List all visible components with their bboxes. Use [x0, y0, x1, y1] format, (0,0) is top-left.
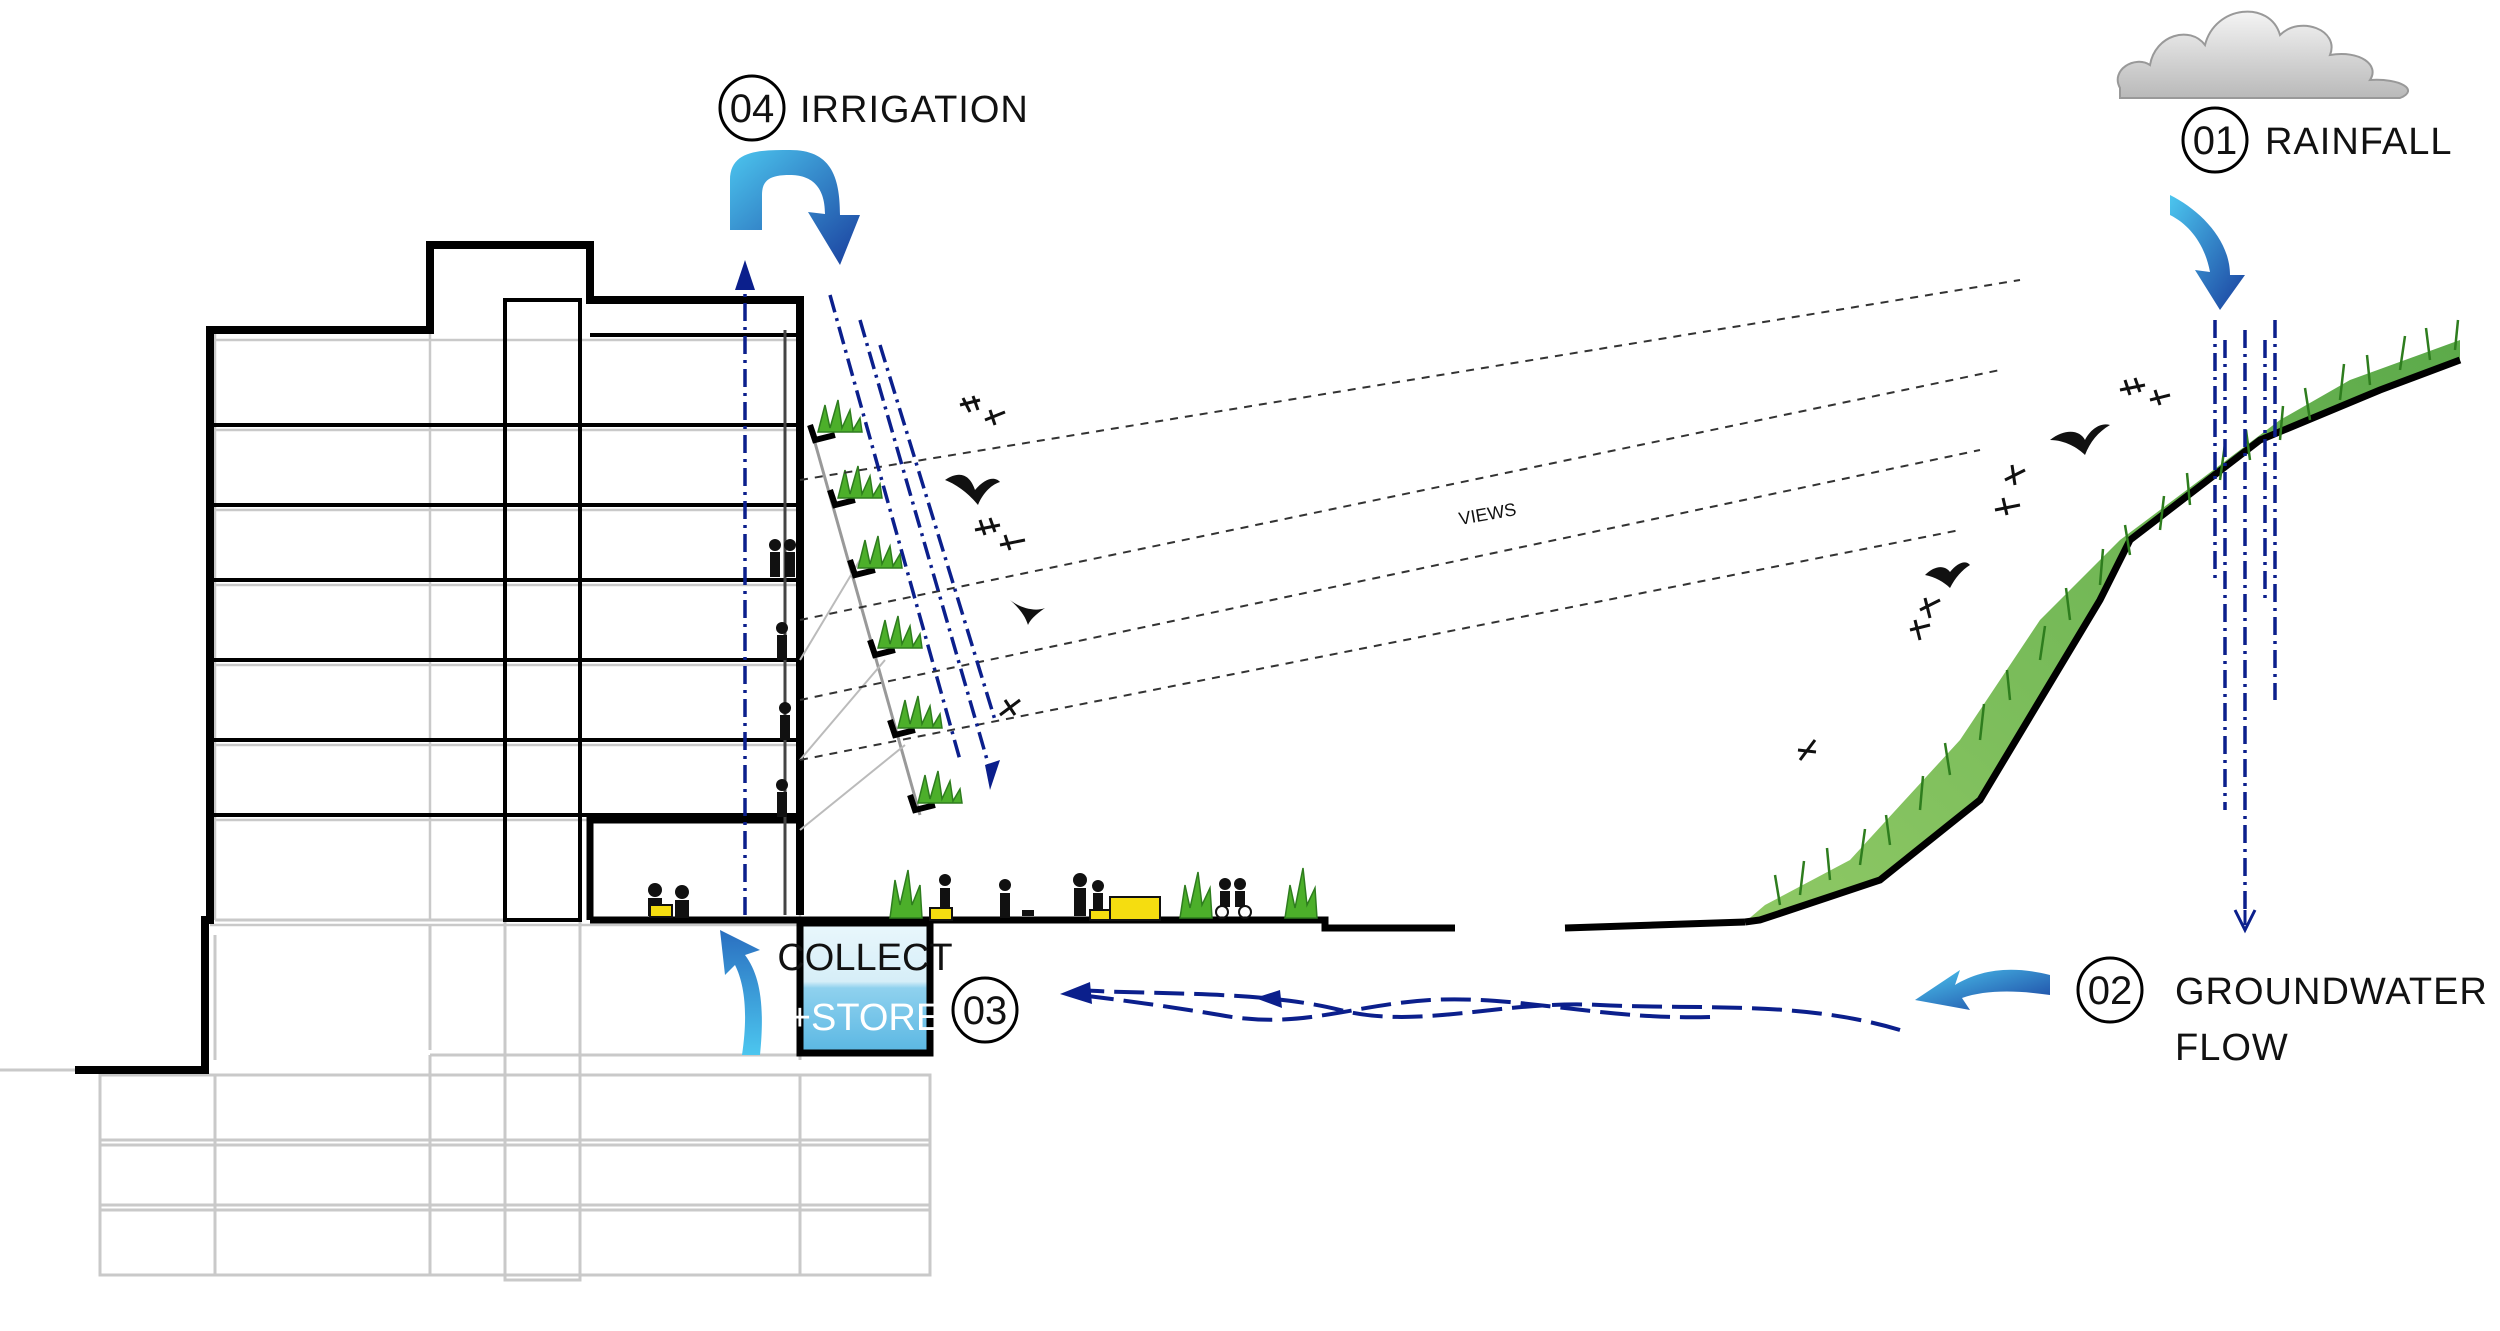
bench-icons [649, 896, 1161, 921]
bicycle-icon [1215, 905, 1252, 919]
person-icon [939, 874, 951, 913]
step-02-label-line1: GROUNDWATER [2175, 971, 2488, 1013]
step-04-number: 04 [730, 87, 775, 131]
step-01-circle [2181, 106, 2249, 174]
dragonfly-icon [2149, 389, 2171, 406]
bird-icon [2050, 424, 2110, 455]
step-02-number: 02 [2088, 969, 2133, 1013]
hillside [1744, 319, 2462, 926]
person-icon [1219, 878, 1231, 907]
groundwater-arrow [1915, 969, 2050, 1010]
step-02-label-line2: FLOW [2175, 1027, 2289, 1069]
step-03-circle [951, 976, 1019, 1044]
rainfall-arrow [2170, 195, 2245, 310]
green-facade [799, 399, 963, 831]
step-04-circle [718, 74, 786, 142]
groundwater-arrowhead-1 [1060, 982, 1092, 1004]
person-icon [776, 779, 788, 817]
step-01-number: 01 [2193, 119, 2238, 163]
step-01-rainfall: 01 RAINFALL [2181, 106, 2453, 174]
person-icon [1092, 880, 1104, 915]
step-04-label: IRRIGATION [800, 89, 1029, 131]
bench-icon [1089, 909, 1111, 921]
bench-icon [929, 907, 953, 921]
collect-up-arrow [720, 930, 762, 1055]
bench-icon [649, 904, 673, 918]
plant-icon [1284, 867, 1318, 919]
dragonfly-icon [1797, 739, 1817, 761]
dragonfly-icon [2119, 377, 2146, 396]
step-04-irrigation: 04 IRRIGATION [718, 74, 1029, 142]
step-02-groundwater: 02 GROUNDWATER FLOW [2076, 956, 2488, 1069]
dragonfly-icons [959, 377, 2171, 761]
plant-icon [1179, 871, 1213, 919]
cloud-icon [2116, 10, 2409, 99]
dragonfly-icon [2004, 464, 2026, 486]
bird-icon [945, 474, 1000, 505]
ground-plaza [930, 916, 1746, 932]
person-icon [999, 879, 1011, 918]
person-icon [1073, 873, 1087, 916]
bench-icon [1109, 896, 1161, 921]
rainfall-lines [2213, 320, 2277, 910]
groundwater-flow-lines [1079, 988, 1901, 1032]
bird-icons [945, 424, 2110, 625]
bird-icon [1925, 562, 1970, 588]
dragonfly-icon [959, 395, 981, 413]
person-icon [784, 539, 796, 577]
irrigation-loop-arrow [730, 150, 860, 265]
groundwater-arrowhead-2 [1255, 990, 1282, 1008]
plaza-planters [889, 867, 1318, 919]
step-03-collect: 03 [951, 976, 1019, 1044]
dragonfly-icon [999, 698, 1021, 717]
irrigation-up-arrowhead [735, 260, 755, 290]
dog-icon [1022, 910, 1034, 916]
step-01-label: RAINFALL [2265, 121, 2453, 163]
people-icons [648, 539, 1246, 918]
irrigation-lines [743, 275, 997, 915]
person-icon [1234, 878, 1246, 907]
dragonfly-icon [974, 517, 1001, 536]
person-icon [769, 539, 781, 577]
dragonfly-icon [999, 534, 1026, 551]
bird-icon [1010, 600, 1045, 625]
storage-line2: +STORE [789, 997, 941, 1039]
storage-line1: COLLECT [777, 937, 952, 979]
dragonfly-icon [1909, 619, 1931, 641]
irrigation-down-arrowhead [985, 760, 1000, 790]
collect-store-tank: COLLECT +STORE [777, 919, 953, 1057]
dragonfly-icon [984, 409, 1006, 426]
building-section [75, 241, 930, 1074]
view-lines [799, 279, 2021, 761]
person-icon [779, 702, 791, 740]
step-02-circle [2076, 956, 2144, 1024]
plant-icon [889, 869, 923, 919]
person-icon [776, 622, 788, 660]
dragonfly-icon [1994, 497, 2021, 516]
step-03-number: 03 [963, 989, 1008, 1033]
dragonfly-icon [1919, 597, 1941, 619]
person-icon [675, 885, 689, 918]
views-label: VIEWS [1457, 499, 1518, 529]
